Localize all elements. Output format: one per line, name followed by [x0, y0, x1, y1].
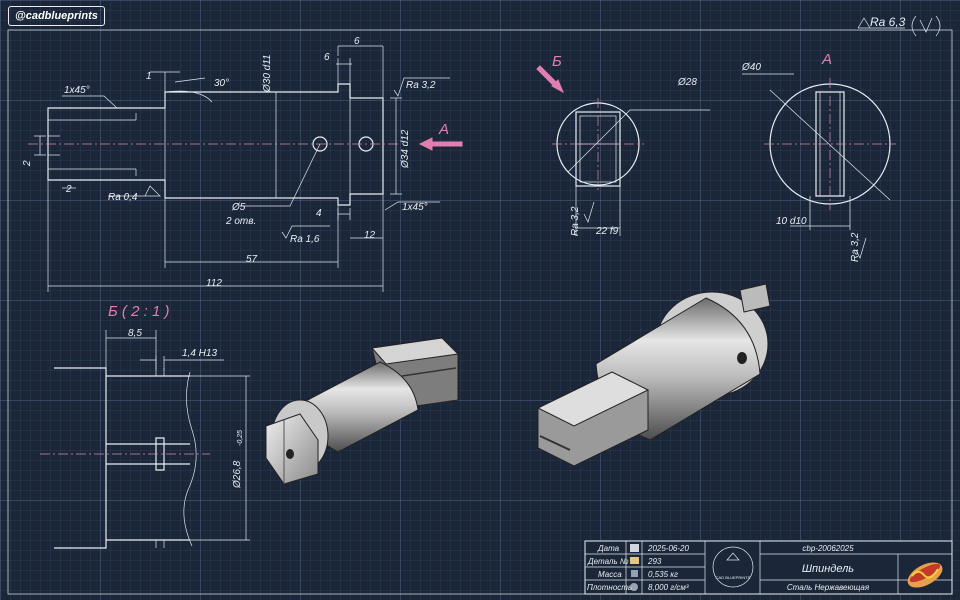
- surface-roughness: Ra 6,3: [870, 15, 906, 29]
- dim-d30: Ø30 d11: [262, 54, 273, 93]
- tb-name: Шпиндель: [802, 563, 854, 575]
- view-label-b: Б: [552, 53, 562, 70]
- dim-two-a: 2: [22, 160, 33, 167]
- tb-value-1: 293: [647, 557, 662, 566]
- dim-ra32: Ra 3,2: [406, 80, 436, 91]
- dim-d268: Ø26,8: [232, 460, 243, 489]
- dim-angle: 30°: [214, 78, 229, 89]
- title-block: [584, 15, 953, 595]
- end-view-a: [742, 73, 896, 259]
- tb-logo-text: CAD BLUEPRINTS: [716, 575, 751, 580]
- render-3d-left: [265, 337, 460, 485]
- dim-four: 4: [316, 208, 322, 219]
- tb-label-0: Дата: [597, 544, 620, 553]
- dim-two-b: 2: [65, 184, 72, 195]
- dim-twelve: 12: [364, 230, 376, 241]
- dim-chamfer-left: 1x45°: [64, 85, 90, 96]
- view-label-a-side: А: [438, 121, 449, 138]
- calendar-icon: [630, 544, 639, 552]
- view-label-a: А: [821, 51, 832, 68]
- dim-chamfer-right: 1x45°: [402, 202, 428, 213]
- hotdog-icon: [907, 562, 943, 588]
- dim-six-top: 6: [354, 36, 360, 47]
- tag-icon: [630, 557, 639, 564]
- dim-ra04: Ra 0,4: [108, 192, 138, 203]
- dim-e85: 8,5: [128, 328, 142, 339]
- dim-d34: Ø34 d12: [400, 129, 411, 169]
- watermark: @cadblueprints: [8, 6, 105, 26]
- dim-onetwelve: 112: [206, 278, 222, 289]
- dim-fiftyseven: 57: [246, 254, 258, 265]
- tb-label-1: Деталь №: [587, 557, 629, 566]
- tb-code: cbp-20062025: [802, 544, 854, 553]
- density-icon: [630, 583, 638, 591]
- tb-value-0: 2025-06-20: [647, 544, 689, 553]
- end-view-b: [536, 65, 710, 236]
- tb-material: Сталь Нержавеющая: [787, 583, 870, 592]
- detail-view: [40, 330, 250, 549]
- dim-holes: 2 отв.: [225, 216, 256, 227]
- tb-value-2: 0,535 кг: [648, 570, 678, 579]
- detail-label: Б ( 2 : 1 ): [108, 303, 169, 320]
- dim-d40: Ø40: [741, 62, 761, 73]
- dim-ra16: Ra 1,6: [290, 234, 320, 245]
- dim-ra32-right: Ra 3,2: [850, 232, 861, 262]
- sheet-frame: [7, 29, 953, 595]
- tb-value-3: 8,000 г/см³: [648, 583, 689, 592]
- dim-ten: 10 d10: [776, 216, 807, 227]
- dim-h13: 1,4 H13: [182, 348, 217, 359]
- dim-d5: Ø5: [231, 202, 246, 213]
- tb-label-3: Плотность: [587, 583, 632, 592]
- render-3d-right: [536, 283, 771, 467]
- dim-sq22: 22 f9: [595, 226, 619, 237]
- dim-one: 1: [146, 71, 152, 82]
- side-view: [28, 45, 463, 292]
- dim-ra32-left: Ra 3,2: [570, 206, 581, 236]
- scale-icon: [631, 570, 638, 577]
- dim-tol: -0,25: [237, 430, 244, 446]
- dim-six-mid: 6: [324, 52, 330, 63]
- dim-d28: Ø28: [677, 77, 697, 88]
- tb-label-2: Масса: [598, 570, 622, 579]
